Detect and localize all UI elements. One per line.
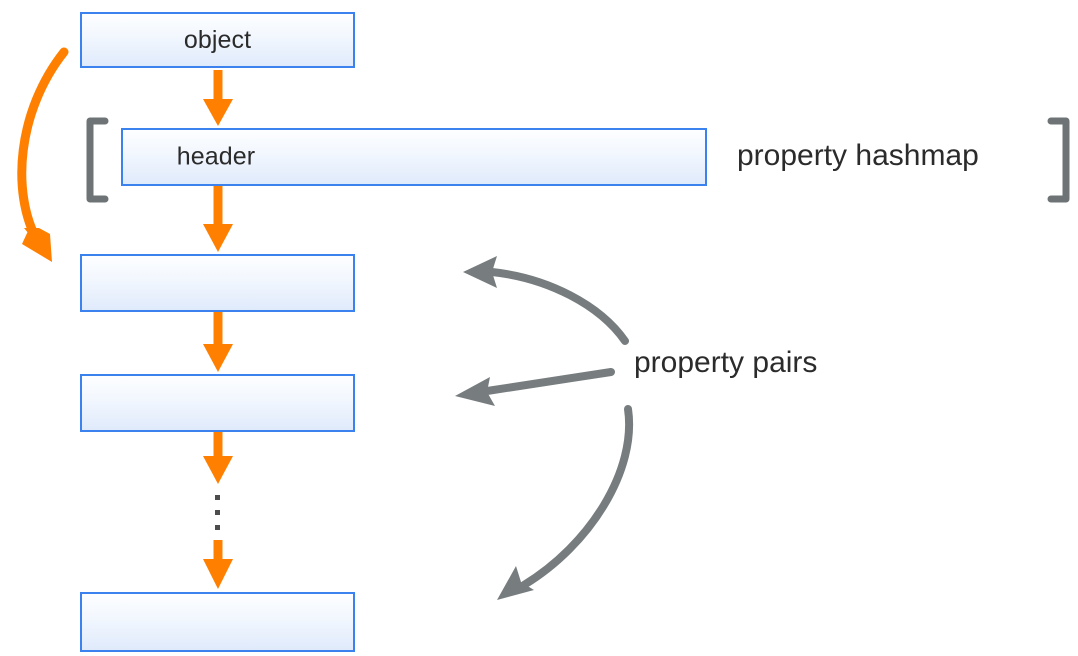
property-hashmap-annotation: property hashmap bbox=[737, 139, 979, 172]
property-hashmap-row[interactable]: header bbox=[121, 128, 707, 186]
object-box-label: object bbox=[183, 25, 252, 54]
arrow-object-to-first-pair-icon bbox=[17, 47, 69, 262]
callout-arrow-lower-icon bbox=[497, 405, 634, 600]
vertical-ellipsis-icon bbox=[215, 495, 220, 530]
right-bracket-icon bbox=[1047, 117, 1070, 203]
property-pair-box-last[interactable] bbox=[80, 592, 355, 652]
object-box[interactable]: object bbox=[80, 12, 355, 68]
arrow-pair2-to-ellipsis-icon bbox=[203, 432, 233, 484]
property-pairs-annotation: property pairs bbox=[634, 346, 818, 379]
property-pair-box-1[interactable] bbox=[80, 254, 355, 312]
header-label: header bbox=[176, 142, 256, 171]
callout-arrow-upper-icon bbox=[463, 256, 629, 345]
arrow-pair1-to-pair2-icon bbox=[203, 312, 233, 372]
property-pair-box-2[interactable] bbox=[80, 374, 355, 432]
arrow-ellipsis-to-last-pair-icon bbox=[203, 540, 233, 589]
arrow-object-to-header-icon bbox=[203, 70, 233, 126]
left-bracket-icon bbox=[86, 117, 109, 203]
callout-arrow-middle-icon bbox=[455, 368, 615, 406]
